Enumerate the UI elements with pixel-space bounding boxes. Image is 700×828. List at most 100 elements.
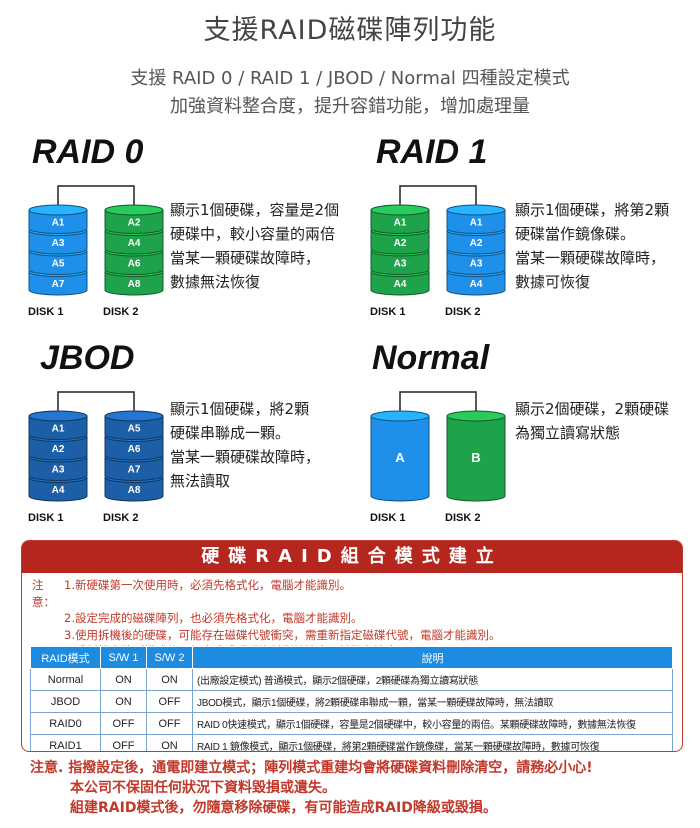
disk-platter [28,250,88,275]
disk-block-label: A1 [470,217,483,228]
disk-platter [104,271,164,296]
jbod-desc-line: 當某一顆硬碟故障時， [170,448,321,466]
table-row: RAID1 OFF ON RAID 1 鏡像模式，顯示1個硬碟，將第2顆硬碟當作… [30,734,673,751]
table-cell: OFF [146,690,193,713]
disk-platter [104,250,164,275]
raid1-desc-line: 當某一顆硬碟故障時， [515,249,666,267]
disk-block-label: A2 [128,217,141,228]
connector-line [57,391,135,414]
disk-platter [104,436,164,461]
normal-desc-line: 為獨立讀寫狀態 [515,424,621,442]
warning-line: 本公司不保固任何狀況下資料毀損或遺失。 [70,780,336,796]
normal-disk1-label: DISK 1 [370,512,406,524]
raid1-disk2-label: DISK 2 [445,306,481,318]
notes-label: 注意： [32,578,55,609]
disk-platter [446,271,506,296]
warning-line: 注意. 指撥設定後，通電即建立模式；陣列模式重建均會將硬碟資料刪除清空，請務必小… [30,760,593,776]
disk-platter-top [446,204,506,216]
disk-block-label: A8 [128,279,141,290]
disk-block-label: A3 [52,238,65,249]
table-row: RAID0 OFF OFF RAID 0快速模式，顯示1個硬碟，容量是2個硬碟中… [30,712,673,735]
disk-platter-top [104,204,164,216]
disk-platter [28,436,88,461]
column-header: 說明 [192,646,673,669]
disk-block-label: A4 [394,279,407,290]
disk-platter [104,209,164,234]
table-cell: RAID 1 鏡像模式，顯示1個硬碟，將第2顆硬碟當作鏡像碟，當某一顆硬碟故障時… [192,734,673,751]
disk-block-label: A3 [470,258,483,269]
disk-platter [370,415,430,502]
jbod-desc-line: 無法讀取 [170,472,231,490]
disk-block-label: A1 [52,217,65,228]
raid-mode-panel: 硬碟RAID組合模式建立 注意：1.新硬碟第一次使用時，必須先格式化，電腦才能識… [21,540,683,752]
raid0-desc-line: 顯示1個硬碟，容量是2個 [170,201,340,219]
subtitle-line-2: 加強資料整合度，提升容錯功能，增加處理量 [170,96,530,117]
disk-platter [446,415,506,502]
table-cell: JBOD [30,690,101,713]
disk-platter [370,230,430,255]
disk-platter [28,415,88,440]
disk-block-label: A1 [52,423,65,434]
table-cell: ON [100,668,147,691]
disk-block-label: A8 [128,485,141,496]
table-cell: RAID 0快速模式，顯示1個硬碟，容量是2個硬碟中，較小容量的兩倍。某顆硬碟故… [192,712,673,735]
disk-platter-top [28,410,88,422]
disk-block-label: A6 [128,258,141,269]
table-cell: ON [146,734,193,751]
disk-block-label: A6 [128,444,141,455]
connector-line [399,185,477,208]
disk-block-label: A2 [394,238,407,249]
disk-platter [28,209,88,234]
raid0-disk2-label: DISK 2 [103,306,139,318]
disk-platter [446,250,506,275]
disk-platter-top [370,204,430,216]
connector-line [57,185,135,208]
connector-line [399,391,477,414]
disk-platter [104,456,164,481]
raid0-title: RAID 0 [32,133,144,171]
panel-header: 硬碟RAID組合模式建立 [22,541,682,573]
disk-platter [28,271,88,296]
page-title: 支援RAID磁碟陣列功能 [203,15,497,46]
table-row: JBOD ON OFF JBOD模式，顯示1個硬碟，將2顆硬碟串聯成一顆，當某一… [30,690,673,713]
disk-platter-top [446,410,506,422]
raid1-desc-line: 顯示1個硬碟，將第2顆 [515,201,670,219]
jbod-desc-line: 顯示1個硬碟，將2顆 [170,400,310,418]
normal-desc-line: 顯示2個硬碟，2顆硬碟 [515,400,670,418]
table-cell: Normal [30,668,101,691]
disk-block-label: A1 [394,217,407,228]
disk-block-label: A4 [470,279,483,290]
disk-platter [370,271,430,296]
disk-platter-top [370,410,430,422]
column-header: S/W 2 [146,646,193,669]
raid0-desc-line: 硬碟中，較小容量的兩倍 [170,225,336,243]
raid-mode-table: RAID模式 S/W 1 S/W 2 說明 Normal ON ON (出廠設定… [30,646,673,751]
table-cell: ON [100,690,147,713]
column-header: RAID模式 [30,646,101,669]
disk-block-label: A7 [52,279,65,290]
table-cell: (出廠設定模式) 普通模式，顯示2個硬碟，2顆硬碟為獨立讀寫狀態 [192,668,673,691]
normal-description: 顯示2個硬碟，2顆硬碟 為獨立讀寫狀態 [515,397,700,445]
jbod-disk2-label: DISK 2 [103,512,139,524]
disk-platter-top [28,204,88,216]
jbod-disk1-label: DISK 1 [28,512,64,524]
disk-block-label: B [471,450,480,465]
disk-block-label: A2 [470,238,483,249]
normal-disk2-label: DISK 2 [445,512,481,524]
jbod-description: 顯示1個硬碟，將2顆 硬碟串聯成一顆。 當某一顆硬碟故障時， 無法讀取 [170,397,360,493]
disk-platter [28,230,88,255]
table-cell: RAID0 [30,712,101,735]
table-cell: ON [146,668,193,691]
table-row: Normal ON ON (出廠設定模式) 普通模式，顯示2個硬碟，2顆硬碟為獨… [30,668,673,691]
table-cell: OFF [146,712,193,735]
disk-platter [28,477,88,502]
disk-platter [104,477,164,502]
disk-block-label: A7 [128,464,141,475]
table-cell: OFF [100,734,147,751]
raid1-desc-line: 數據可恢復 [515,273,591,291]
column-header: S/W 1 [100,646,147,669]
disk-block-label: A5 [52,258,65,269]
